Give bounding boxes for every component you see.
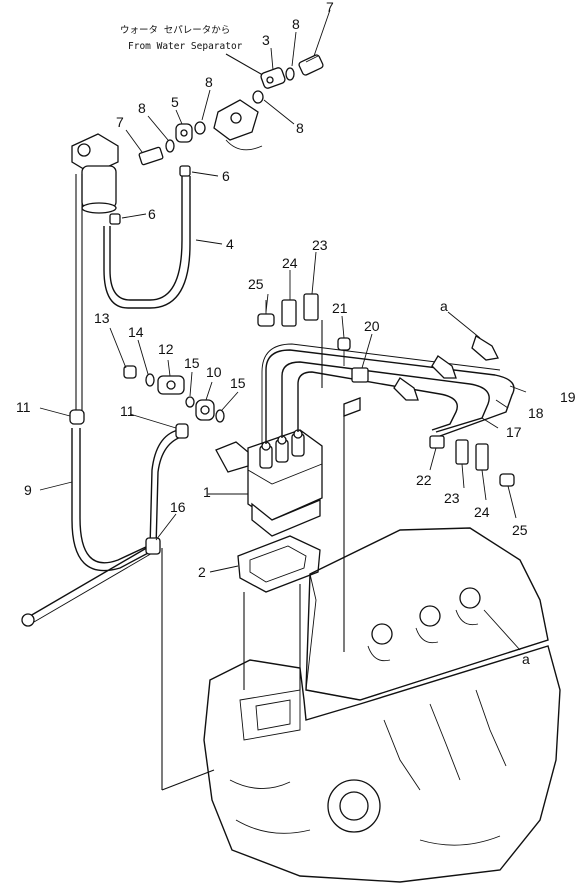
long-bolt	[21, 545, 155, 627]
callout-1: 1	[203, 484, 211, 500]
callout-8-left: 8	[138, 100, 146, 116]
callout-15-right: 15	[230, 375, 246, 391]
callout-20: 20	[364, 318, 380, 334]
callout-4: 4	[226, 236, 234, 252]
injector-end-a-top	[471, 335, 499, 361]
fuel-hose-4-outer	[103, 176, 191, 309]
callout-21: 21	[332, 300, 348, 316]
injection-lines	[261, 343, 515, 444]
callout-8-right: 8	[296, 120, 304, 136]
clamp-22	[429, 435, 445, 449]
bolt-top	[298, 54, 324, 76]
engine-block	[203, 645, 561, 883]
callout-a-top: a	[440, 298, 448, 314]
callout-25-bottom: 25	[512, 522, 528, 538]
callout-13: 13	[94, 310, 110, 326]
clip-6-left	[109, 213, 121, 225]
callout-2: 2	[198, 564, 206, 580]
cylinder-head	[305, 527, 549, 701]
clamp-plate-24-bottom	[475, 443, 489, 471]
callout-23-bottom: 23	[444, 490, 460, 506]
fuel-filter	[71, 133, 119, 214]
callout-25-top: 25	[248, 276, 264, 292]
clamp-plate-24-top	[281, 299, 297, 327]
callout-8-mid: 8	[205, 74, 213, 90]
callout-11-left: 11	[16, 399, 31, 415]
callout-24-top: 24	[282, 255, 298, 271]
callout-18: 18	[528, 405, 544, 421]
callout-17: 17	[506, 424, 522, 440]
injector-end-18	[431, 355, 457, 379]
priming-pump	[213, 99, 263, 151]
callout-12: 12	[158, 341, 174, 357]
callout-7-top: 7	[326, 0, 334, 15]
callout-5: 5	[171, 94, 179, 110]
clip-11-left	[69, 409, 85, 425]
return-hose-inner	[155, 435, 185, 549]
bolt-7-left	[138, 146, 164, 166]
washer-top-1	[285, 67, 295, 81]
gasket-2	[237, 535, 321, 593]
washer-top-2	[252, 90, 264, 104]
washer-8-left	[165, 139, 175, 153]
callout-19: 19	[560, 389, 576, 405]
banjo-fitting-12	[157, 375, 185, 395]
callout-9: 9	[24, 482, 32, 498]
callout-14: 14	[128, 324, 144, 340]
bolt-21	[337, 337, 351, 366]
clamp-plate-23-top	[303, 293, 319, 321]
bolt-25-top	[257, 300, 275, 327]
return-hose	[149, 429, 179, 549]
callout-10: 10	[206, 364, 222, 380]
callout-6-top: 6	[222, 168, 230, 184]
clamp-plate-23-bottom	[455, 439, 469, 465]
clamp-16	[145, 537, 161, 555]
callout-a-bottom: a	[522, 651, 530, 667]
callout-16: 16	[170, 499, 186, 515]
fuel-hose-4	[109, 176, 183, 301]
clamp-20	[351, 367, 369, 383]
banjo-fitting-5	[175, 123, 193, 143]
fuel-hose-9	[71, 428, 151, 572]
callout-6-left: 6	[148, 206, 156, 222]
header-note-english: From Water Separator	[128, 41, 243, 52]
note-leader	[225, 53, 269, 79]
callout-labels: 1 2 3 4 5 6 6 7 7 8 8 8 8 9 10 11 11 12 …	[16, 0, 576, 667]
washer-14	[145, 373, 155, 387]
callout-22: 22	[416, 472, 432, 488]
bolt-25-bottom	[499, 473, 515, 487]
injection-pump	[215, 429, 323, 537]
banjo-fitting-top	[260, 67, 286, 89]
washer-15-right	[215, 409, 225, 423]
washer-mid-8	[194, 121, 206, 135]
washer-15-left	[185, 396, 195, 408]
callout-24-bottom: 24	[474, 504, 490, 520]
clip-6-top	[179, 165, 191, 177]
header-note-japanese: ウォータ セパレータから	[120, 25, 230, 36]
callout-7-left: 7	[116, 114, 124, 130]
callout-8-top: 8	[292, 16, 300, 32]
callout-leaders	[39, 9, 527, 651]
callout-3: 3	[262, 32, 270, 48]
callout-23-top: 23	[312, 237, 328, 253]
callout-15-left: 15	[184, 355, 200, 371]
bolt-13	[123, 365, 137, 379]
clip-11-right	[175, 423, 189, 439]
fuel-hose-9-inner	[79, 428, 149, 564]
injector-end-17	[393, 377, 419, 401]
banjo-fitting-10	[195, 399, 215, 421]
clamp-guide-foot	[161, 769, 215, 791]
bracket-20-plate	[343, 397, 361, 417]
callout-11-right: 11	[120, 403, 135, 419]
